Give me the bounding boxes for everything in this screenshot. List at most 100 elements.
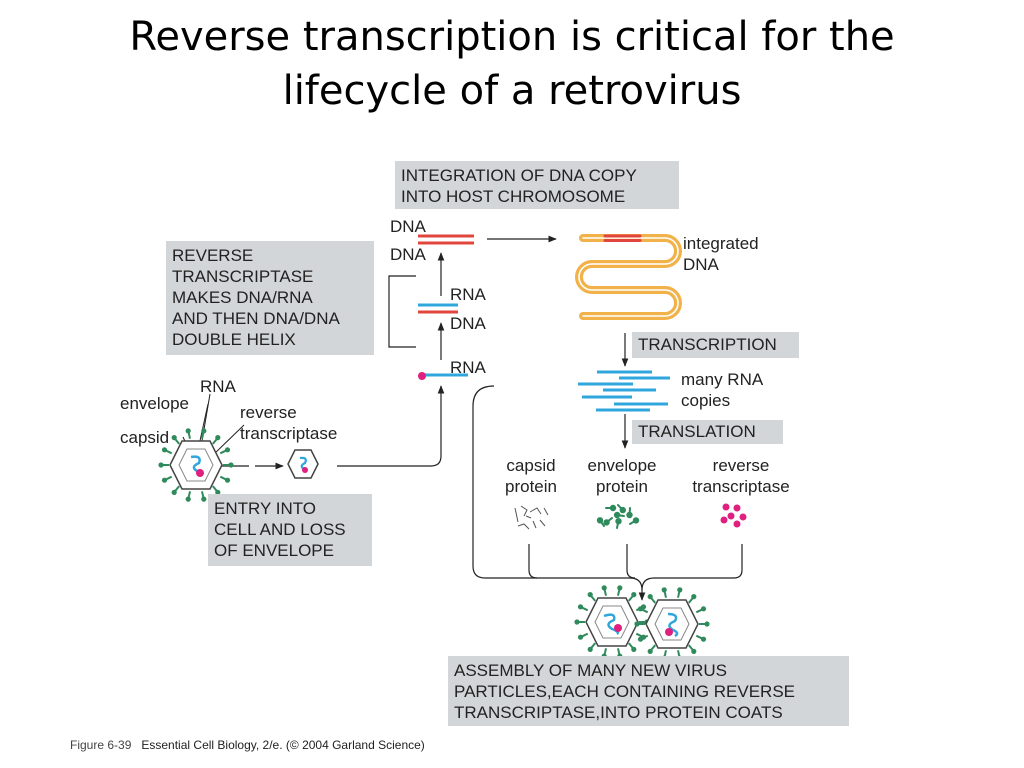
envelope-spike <box>663 591 667 598</box>
envelope-spike-knob <box>661 587 667 593</box>
envelope-spike <box>650 597 656 604</box>
envelope-protein-knob <box>609 504 617 512</box>
caption-source: Essential Cell Biology, 2/e. (© 2004 Gar… <box>141 738 425 752</box>
slide-title: Reverse transcription is critical for th… <box>40 10 984 118</box>
transcription-box: TRANSCRIPTION <box>632 332 799 358</box>
label-integrated-dna: integrated DNA <box>683 234 759 274</box>
label-reverse-transcriptase-virus: reverse transcriptase <box>240 403 338 443</box>
envelope-spike <box>677 650 681 657</box>
capsid-protein-fragments <box>514 505 549 530</box>
label-rna-hybrid: RNA <box>450 285 486 304</box>
label-rna-single: RNA <box>450 358 486 377</box>
bracket-line <box>388 275 416 348</box>
envelope-spike-knob <box>647 594 653 600</box>
envelope-spike-knob <box>228 462 234 468</box>
translation-box: TRANSLATION <box>632 420 783 444</box>
envelope-spike <box>628 642 634 649</box>
envelope-spike-knob <box>634 621 640 627</box>
envelope-spike <box>617 648 621 655</box>
envelope-spike-knob <box>704 621 710 627</box>
integrated-dna-coil <box>575 234 682 320</box>
viral-rna-strand <box>418 372 468 380</box>
title-line-1: Reverse transcription is critical for th… <box>129 14 895 60</box>
envelope-spike-knob <box>637 606 644 612</box>
envelope-spike <box>590 642 596 649</box>
envelope-spike <box>603 589 607 596</box>
envelope-spike-knob <box>161 447 168 453</box>
envelope-spike-knob <box>587 646 593 652</box>
envelope-spike-knob <box>224 447 231 453</box>
envelope-protein-knob <box>613 511 621 519</box>
envelope-protein-knob <box>619 506 626 514</box>
envelope-spike-knob <box>631 592 637 598</box>
label-many-rna-copies: many RNA copies <box>681 370 764 410</box>
entry-box: ENTRY INTO CELL AND LOSS OF ENVELOPE <box>208 494 372 566</box>
envelope-spike-knob <box>185 496 191 502</box>
label-virus-rna: RNA <box>200 377 236 396</box>
envelope-spike <box>663 650 667 657</box>
envelope-spike <box>603 648 607 655</box>
many-rna-copies <box>578 370 670 412</box>
new-virus-particle-2 <box>634 587 710 661</box>
envelope-spike <box>174 485 180 492</box>
envelope-spike-knob <box>224 477 231 483</box>
envelope-protein-knob <box>603 519 610 526</box>
envelope-spike <box>219 475 227 481</box>
envelope-spike-knob <box>647 648 653 654</box>
envelope-spike-knob <box>691 648 697 654</box>
envelope-spike <box>219 449 227 455</box>
envelope-spike <box>628 595 634 602</box>
envelope-spike-knob <box>158 462 164 468</box>
envelope-spike <box>635 632 643 638</box>
label-reverse-transcriptase-protein: reverse transcriptase <box>692 456 790 496</box>
assembly-connectors <box>472 385 743 601</box>
envelope-spike <box>187 491 191 498</box>
arrow-uncoated-to-rna <box>337 385 445 467</box>
title-line-2: lifecycle of a retrovirus <box>282 68 742 114</box>
envelope-spike <box>677 591 681 598</box>
envelope-spike-knob <box>691 594 697 600</box>
envelope-protein-knob <box>615 518 622 525</box>
caption-figure-number: Figure 6-39 <box>70 738 132 752</box>
envelope-spike <box>641 634 649 640</box>
envelope-spike-knob <box>201 496 207 502</box>
envelope-spike-knob <box>637 636 644 642</box>
envelope-spike <box>641 608 649 614</box>
envelope-spike <box>165 475 173 481</box>
envelope-spike <box>695 608 703 614</box>
envelope-protein-knob <box>626 511 633 519</box>
envelope-spike <box>174 438 180 445</box>
envelope-spike-knob <box>574 619 580 625</box>
envelope-spike-knob <box>617 585 623 591</box>
label-capsid: capsid <box>120 428 170 447</box>
envelope-spike-knob <box>171 435 177 441</box>
envelope-spike-knob <box>171 489 177 495</box>
reverse-transcriptase-box: REVERSE TRANSCRIPTASE MAKES DNA/RNA AND … <box>166 241 374 355</box>
envelope-spike-knob <box>201 428 207 434</box>
envelope-spike <box>650 644 656 651</box>
envelope-protein-knob <box>632 517 640 524</box>
envelope-spike-knob <box>700 606 707 612</box>
envelope-spike-knob <box>215 489 221 495</box>
label-dna-hybrid: DNA <box>450 314 486 333</box>
envelope-spike <box>201 432 205 439</box>
envelope-protein-spikes <box>596 504 640 529</box>
envelope-spike <box>165 449 173 455</box>
envelope-spike-knob <box>161 477 168 483</box>
envelope-spike <box>688 597 694 604</box>
envelope-spike <box>617 589 621 596</box>
envelope-spike-knob <box>577 634 584 640</box>
envelope-spike-knob <box>215 435 221 441</box>
label-dna-top: DNA <box>390 217 426 236</box>
envelope-spike <box>590 595 596 602</box>
dna-double-strand <box>418 234 474 245</box>
dna-rna-hybrid <box>418 303 458 314</box>
reverse-transcriptase-dots <box>720 503 747 528</box>
envelope-spike <box>688 644 694 651</box>
envelope-spike-knob <box>587 592 593 598</box>
envelope-spike-knob <box>577 604 584 610</box>
envelope-spike-knob <box>185 428 191 434</box>
envelope-spike <box>695 634 703 640</box>
label-dna-bottom: DNA <box>390 245 426 264</box>
